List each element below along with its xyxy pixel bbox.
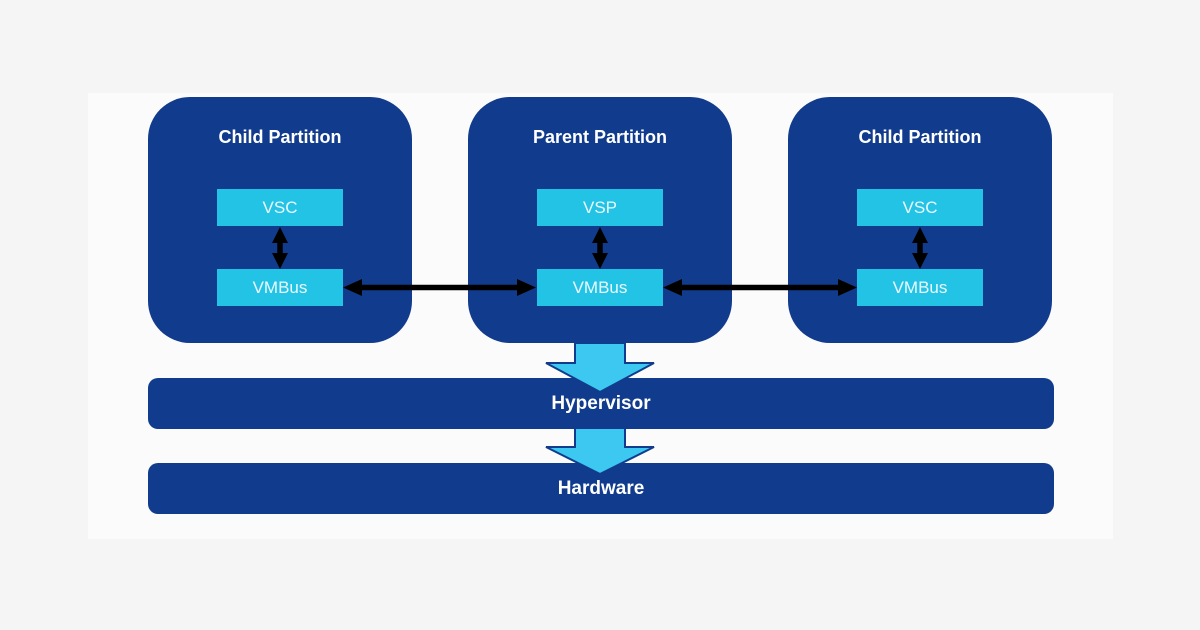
- child-partition-left: Child Partition VSC VMBus: [148, 97, 412, 343]
- vmbus-box: VMBus: [217, 269, 343, 306]
- vmbus-box: VMBus: [537, 269, 663, 306]
- vsc-box: VSC: [217, 189, 343, 226]
- vsp-box: VSP: [537, 189, 663, 226]
- child-partition-right: Child Partition VSC VMBus: [788, 97, 1052, 343]
- parent-partition: Parent Partition VSP VMBus: [468, 97, 732, 343]
- hypervisor-bar: Hypervisor: [148, 378, 1054, 429]
- partition-title: Parent Partition: [532, 127, 668, 147]
- partition-title: Child Partition: [858, 127, 982, 147]
- hardware-bar: Hardware: [148, 463, 1054, 514]
- vmbus-box: VMBus: [857, 269, 983, 306]
- partition-title: Child Partition: [218, 127, 342, 147]
- vsc-box: VSC: [857, 189, 983, 226]
